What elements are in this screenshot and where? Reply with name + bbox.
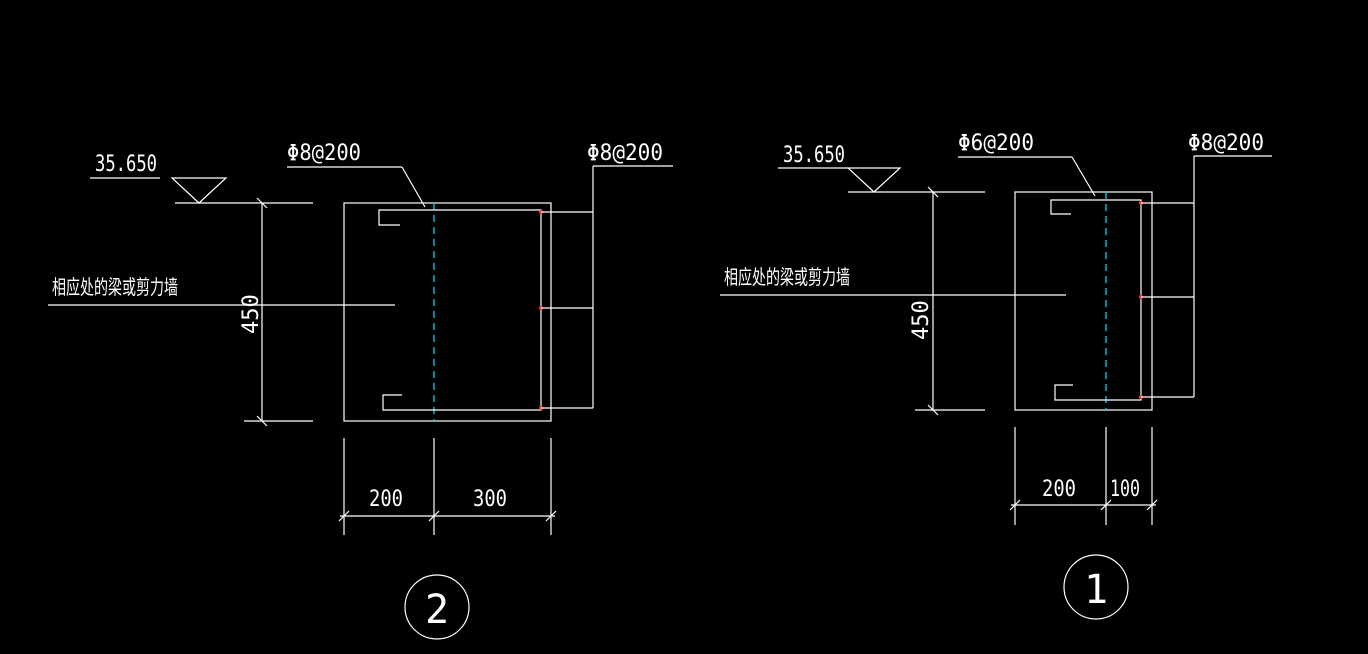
elevation-marker-1: 35.650 [778,143,985,193]
height-dimension-2: 450 [239,197,313,427]
width-dim-right-text-2: 300 [473,487,507,512]
height-dimension-1: 450 [909,186,985,416]
detail-label-text-1: 1 [1084,567,1108,613]
width-dim-left-text-2: 200 [369,487,403,512]
note-2: 相应处的梁或剪力墙 [48,275,395,306]
note-text-2: 相应处的梁或剪力墙 [52,275,178,299]
note-1: 相应处的梁或剪力墙 [720,265,1066,296]
elevation-text-2: 35.650 [95,152,157,177]
detail-label-2: 2 [404,574,470,640]
detail-2: 35.650 450 相应处的梁或剪力墙 [48,141,673,640]
height-dim-text-1: 450 [909,300,934,340]
rebar-callout-right-2: Φ8@200 [541,141,673,409]
section-outline-1 [1014,191,1153,411]
note-text-1: 相应处的梁或剪力墙 [724,265,850,289]
elevation-text-1: 35.650 [783,143,845,168]
height-dim-text-2: 450 [239,294,264,334]
rebar-callout-left-2: Φ8@200 [287,141,426,208]
detail-label-text-2: 2 [425,587,449,633]
rebar-callout-right-1: Φ8@200 [1141,131,1272,398]
width-dim-right-text-1: 100 [1110,477,1140,502]
detail-1: 35.650 450 相应处的梁或剪力墙 [720,131,1272,620]
rebar-right-text-1: Φ8@200 [1188,131,1264,156]
rebar-right-text-2: Φ8@200 [587,141,663,166]
reinforcement-2 [378,209,543,411]
width-dimension-2: 200 300 [338,438,557,535]
width-dimension-1: 200 100 [1009,427,1158,525]
detail-label-1: 1 [1063,554,1129,620]
elevation-marker-2: 35.650 [90,152,313,204]
rebar-callout-left-1: Φ6@200 [958,131,1096,197]
rebar-left-text-2: Φ8@200 [287,141,361,166]
section-outline-2 [343,202,552,422]
reinforcement-1 [1050,199,1143,401]
width-dim-left-text-1: 200 [1042,477,1076,502]
rebar-left-text-1: Φ6@200 [958,131,1034,156]
